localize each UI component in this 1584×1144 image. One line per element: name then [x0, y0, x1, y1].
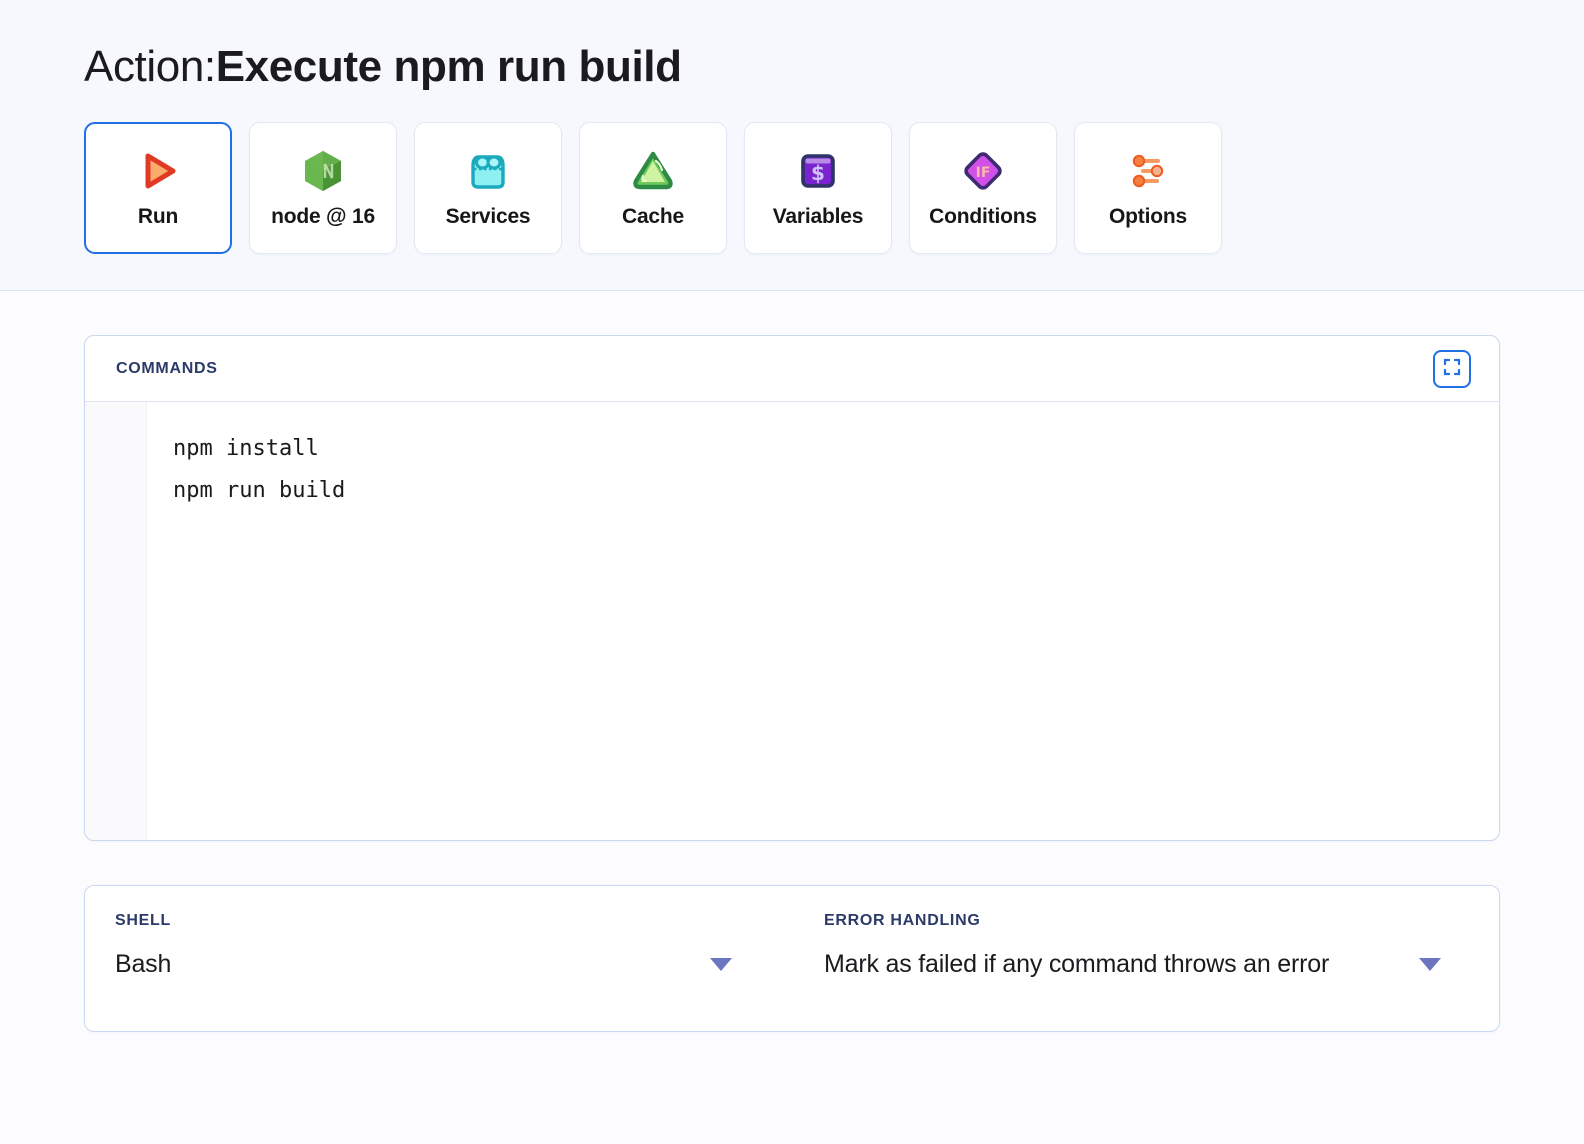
options-icon — [1124, 147, 1172, 195]
page-header: Action:Execute npm run build Run — [0, 0, 1584, 292]
shell-field: SHELL Bash — [115, 912, 760, 1031]
tab-conditions[interactable]: IF Conditions — [909, 122, 1057, 255]
chevron-down-icon — [1419, 958, 1441, 972]
conditions-icon: IF — [959, 147, 1007, 195]
svg-text:IF: IF — [976, 165, 991, 181]
tab-services-label: Services — [445, 205, 531, 229]
settings-card: SHELL Bash ERROR HANDLING Mark as failed… — [84, 885, 1500, 1033]
tab-conditions-label: Conditions — [929, 205, 1037, 229]
error-handling-label: ERROR HANDLING — [824, 912, 981, 930]
tab-variables[interactable]: $ Variables — [744, 122, 892, 255]
shell-select[interactable]: Bash — [115, 950, 760, 979]
shell-label: SHELL — [115, 912, 171, 930]
tab-cache[interactable]: Cache — [579, 122, 727, 255]
nodejs-icon — [299, 147, 347, 195]
page-title-prefix: Action: — [84, 42, 216, 91]
commands-label: COMMANDS — [116, 359, 218, 377]
commands-card: COMMANDS — [84, 335, 1500, 842]
editor-gutter — [85, 402, 147, 841]
tab-node[interactable]: node @ 16 — [249, 122, 397, 255]
tab-services[interactable]: Services — [414, 122, 562, 255]
tab-options[interactable]: Options — [1074, 122, 1222, 255]
commands-editor[interactable]: npm install npm run build — [85, 402, 1499, 841]
play-icon — [134, 147, 182, 195]
action-body: COMMANDS — [0, 291, 1584, 1144]
tab-cache-label: Cache — [621, 205, 685, 229]
services-icon — [464, 147, 512, 195]
tab-run-label: Run — [137, 205, 179, 229]
action-tabs: Run node @ 16 — [0, 90, 1584, 255]
tab-variables-label: Variables — [772, 205, 864, 229]
tab-options-label: Options — [1109, 205, 1187, 229]
fullscreen-expand-button[interactable] — [1433, 349, 1471, 388]
cache-icon — [629, 147, 677, 195]
fullscreen-expand-icon — [1442, 357, 1462, 380]
page-title: Action:Execute npm run build — [0, 42, 1584, 91]
chevron-down-icon — [710, 958, 732, 972]
svg-text:$: $ — [811, 161, 825, 185]
tab-node-label: node @ 16 — [271, 205, 375, 229]
tab-run[interactable]: Run — [84, 122, 232, 255]
error-handling-select[interactable]: Mark as failed if any command throws an … — [824, 950, 1469, 979]
commands-card-header: COMMANDS — [85, 336, 1499, 403]
error-handling-select-value: Mark as failed if any command throws an … — [824, 950, 1330, 979]
commands-code-input[interactable]: npm install npm run build — [173, 436, 346, 504]
page-title-main: Execute npm run build — [215, 42, 682, 91]
shell-select-value: Bash — [115, 950, 172, 979]
error-handling-field: ERROR HANDLING Mark as failed if any com… — [760, 912, 1469, 1031]
variables-icon: $ — [794, 147, 842, 195]
